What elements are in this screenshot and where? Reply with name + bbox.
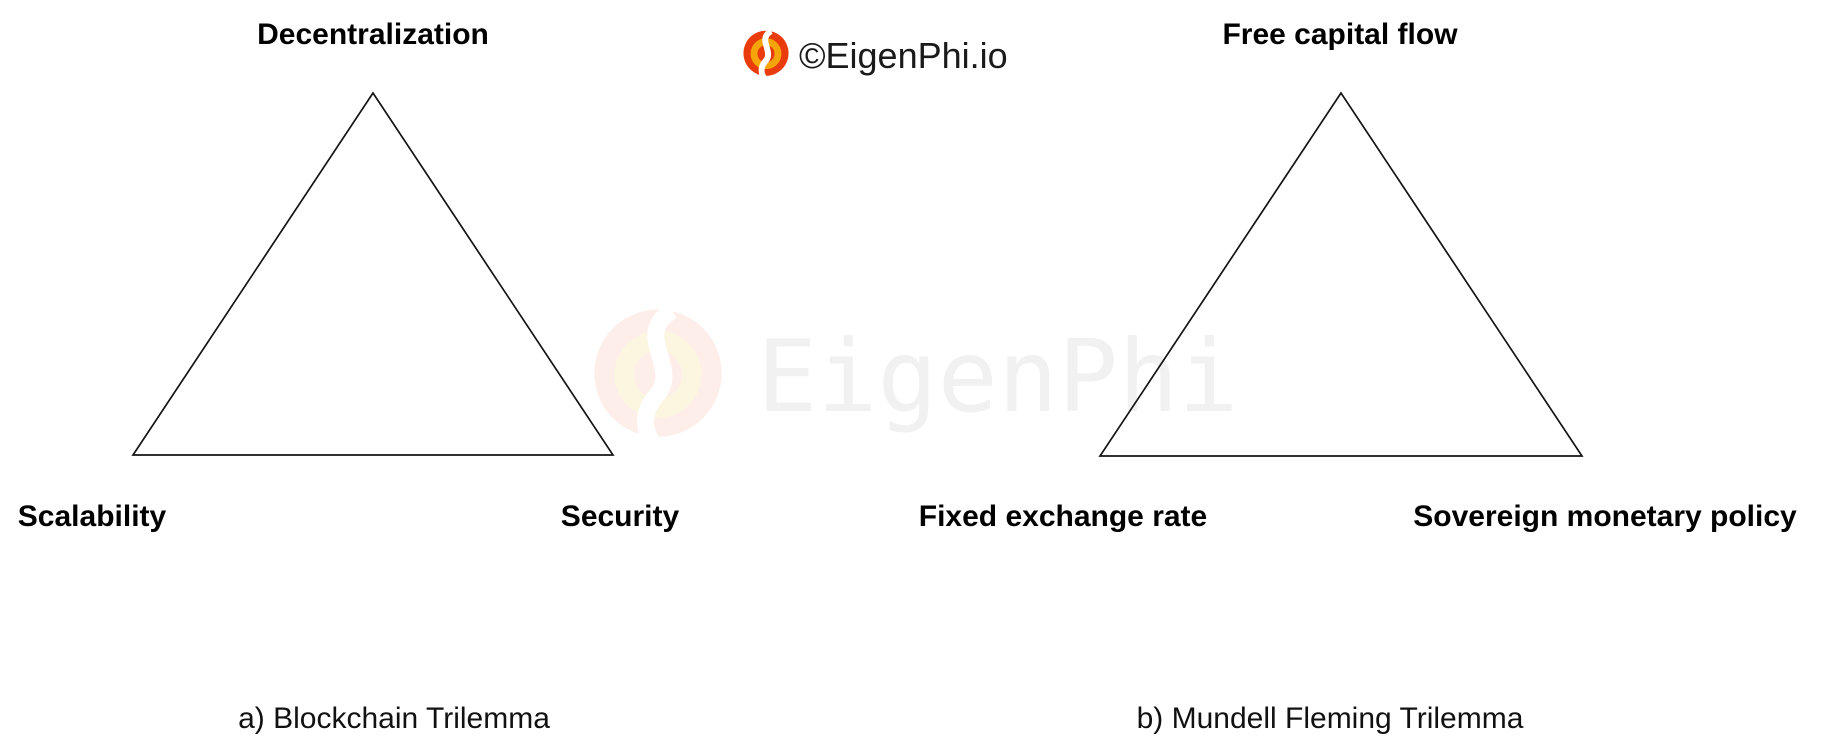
mundell-fleming-trilemma-triangle <box>1098 91 1584 457</box>
triangle-outline <box>1098 91 1584 457</box>
caption-blockchain-trilemma: a) Blockchain Trilemma <box>238 702 550 735</box>
vertex-label-sovereign-monetary-policy: Sovereign monetary policy <box>1413 500 1797 533</box>
blockchain-trilemma-triangle <box>131 91 615 456</box>
brand-header: ©EigenPhi.io <box>743 28 1008 84</box>
vertex-label-fixed-exchange-rate: Fixed exchange rate <box>918 500 1208 533</box>
copyright-label: ©EigenPhi.io <box>799 35 1008 76</box>
vertex-label-scalability: Scalability <box>17 500 167 533</box>
eigenphi-logo-icon <box>743 30 789 82</box>
triangle-outline <box>131 91 615 456</box>
caption-mundell-fleming-trilemma: b) Mundell Fleming Trilemma <box>1136 702 1524 735</box>
vertex-label-security: Security <box>560 500 680 533</box>
vertex-label-decentralization: Decentralization <box>257 18 489 51</box>
vertex-label-free-capital-flow: Free capital flow <box>1222 18 1458 51</box>
